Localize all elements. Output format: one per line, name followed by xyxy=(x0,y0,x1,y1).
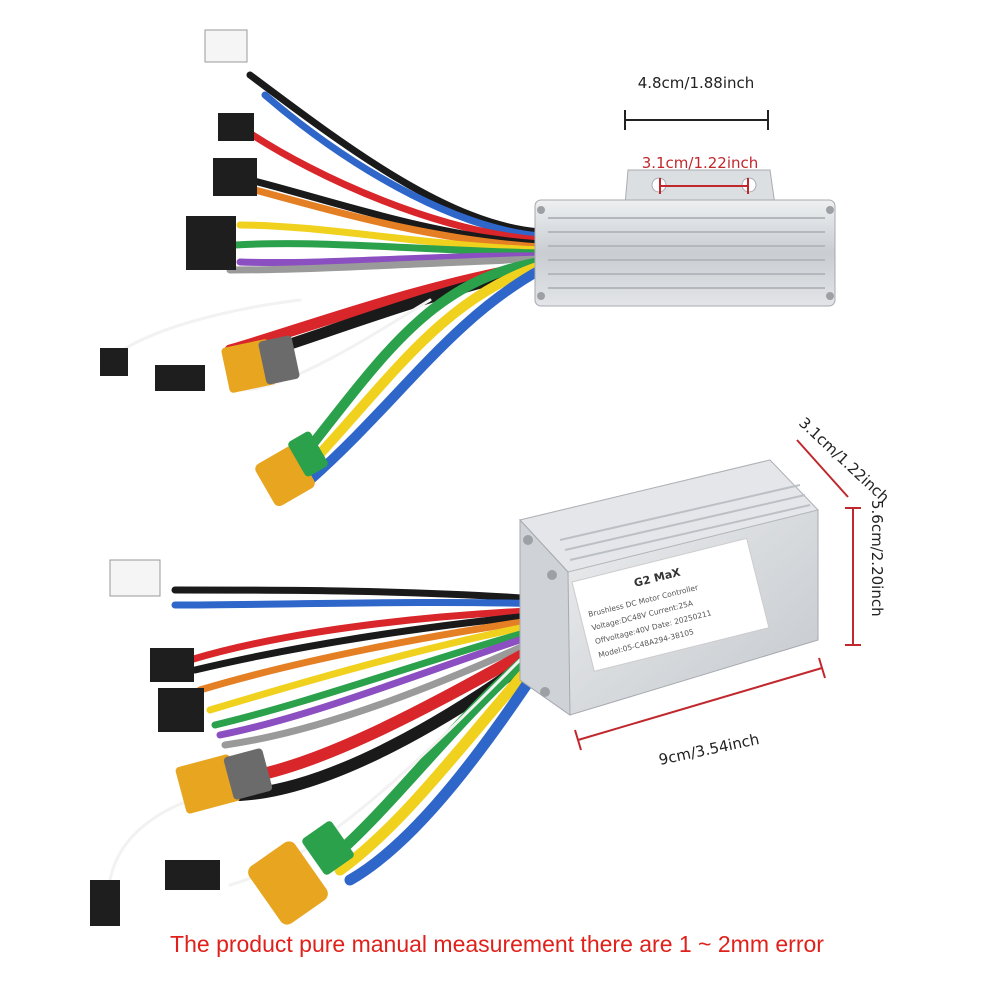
spec-label: G2 MaX Brushless DC Motor Controller Vol… xyxy=(571,537,770,672)
top-connectors xyxy=(100,29,328,507)
top-width-label: 4.8cm/1.88inch xyxy=(638,74,755,92)
top-width-dimension: 4.8cm/1.88inch xyxy=(624,74,769,130)
bottom-length-label: 9cm/3.54inch xyxy=(657,730,761,769)
top-housing xyxy=(534,169,836,307)
top-wire-bundle xyxy=(113,71,546,485)
bottom-connectors xyxy=(90,559,354,926)
top-hole-dimension: 3.1cm/1.22inch xyxy=(642,154,759,194)
bottom-housing: G2 MaX Brushless DC Motor Controller Vol… xyxy=(519,459,819,716)
top-hole-label: 3.1cm/1.22inch xyxy=(642,154,759,172)
measurement-caption: The product pure manual measurement ther… xyxy=(170,931,824,957)
bottom-controller: G2 MaX Brushless DC Motor Controller Vol… xyxy=(90,459,819,926)
bottom-height-label: 5.6cm/2.20inch xyxy=(868,500,886,617)
bottom-wire-bundle xyxy=(108,586,556,887)
top-controller xyxy=(100,29,836,507)
bottom-height-dimension: 5.6cm/2.20inch xyxy=(845,500,886,646)
bottom-depth-dimension: 3.1cm/1.22inch xyxy=(795,414,893,507)
